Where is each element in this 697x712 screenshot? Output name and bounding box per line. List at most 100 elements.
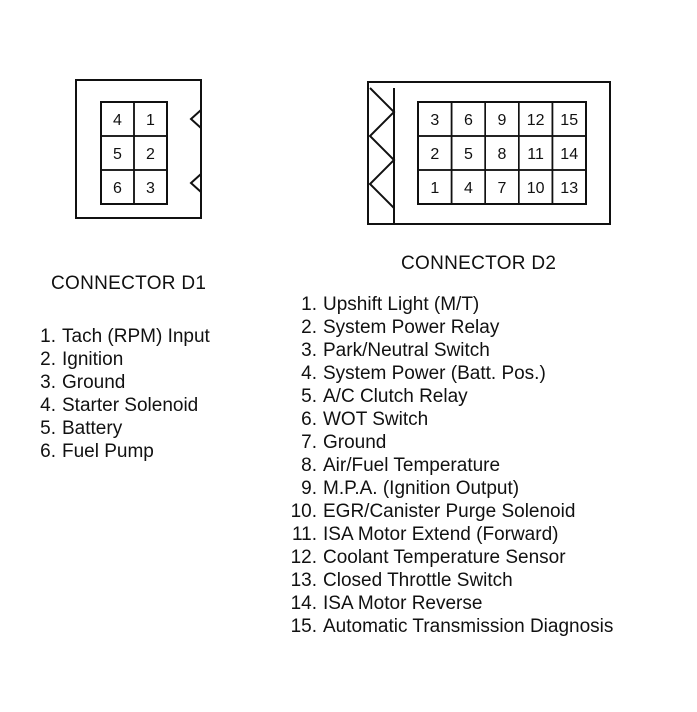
- connector-d1-drawing: 4 1 5 2 6 3: [75, 79, 202, 219]
- connector-d2-pin-item-number: 12.: [290, 547, 317, 568]
- connector-d1-pin-number: 6: [113, 180, 122, 197]
- connector-d2-key-zigzag: [368, 87, 396, 224]
- connector-d2-pin-item-label: Park/Neutral Switch: [323, 340, 490, 361]
- connector-d1-latch-bottom: [189, 173, 202, 193]
- connector-d2-pin-item-number: 8.: [301, 455, 317, 476]
- connector-d1-latch-top: [189, 109, 202, 129]
- connector-d2-pin-number: 6: [464, 112, 473, 129]
- connector-d2-pin-item-label: System Power (Batt. Pos.): [323, 363, 546, 384]
- connector-d1-pin-item-number: 4.: [40, 395, 56, 416]
- connector-d2-pin-list: 1. Upshift Light (M/T) 2. System Power Rela…: [287, 293, 614, 638]
- connector-d1-housing: [75, 79, 202, 219]
- connector-d2-pin-number: 13: [560, 180, 578, 197]
- connector-d2-pin-item-label: ISA Motor Reverse: [323, 593, 483, 614]
- connector-d2-pin-number: 1: [430, 180, 439, 197]
- connector-d1-pin-list: 1. Tach (RPM) Input 2. Ignition 3. Ground 4. St…: [36, 325, 210, 463]
- connector-d1-pin-item-number: 1.: [40, 326, 56, 347]
- connector-d2-pin-item: 2. System Power Relay: [287, 316, 613, 339]
- connector-d1-pin-item-number: 6.: [40, 441, 56, 462]
- connector-d2-pin-number: 4: [464, 180, 473, 197]
- connector-d1-pin-item-label: Fuel Pump: [62, 441, 154, 462]
- connector-d2-pin-item-label: System Power Relay: [323, 317, 500, 338]
- connector-d2-pin-item-number: 15.: [290, 616, 317, 637]
- connector-d1-pin-grid: 4 1 5 2 6 3: [100, 101, 168, 205]
- connector-d2-pin-item-number: 1.: [301, 294, 317, 315]
- connector-d2-pin-item-number: 5.: [301, 386, 317, 407]
- connector-d2-pin-item: 10. EGR/Canister Purge Solenoid: [287, 500, 613, 523]
- connector-d2-pin-number: 11: [527, 146, 544, 163]
- connector-d1-pin-item-number: 3.: [40, 372, 56, 393]
- connector-d2-pin-item-label: M.P.A. (Ignition Output): [323, 478, 520, 499]
- connector-d2-pin-number: 14: [560, 146, 578, 163]
- connector-d2-pin-item-label: EGR/Canister Purge Solenoid: [323, 501, 576, 522]
- connector-d1-pin-number: 1: [146, 112, 155, 129]
- connector-d2-pin-number: 7: [498, 180, 507, 197]
- connector-d1-pin-item-label: Ground: [62, 372, 126, 393]
- connector-d2-pin-item: 12. Coolant Temperature Sensor: [287, 546, 613, 569]
- connector-d2-pin-item-label: A/C Clutch Relay: [323, 386, 468, 407]
- connector-d1-pin-item: 2. Ignition: [36, 348, 210, 371]
- connector-d2-pin-number: 8: [498, 146, 507, 163]
- connector-d2-pin-item-number: 3.: [301, 340, 317, 361]
- connector-d2-pin-item: 1. Upshift Light (M/T): [287, 293, 613, 316]
- connector-d1-pin-item: 3. Ground: [36, 371, 210, 394]
- connector-d1-pin-number: 5: [113, 146, 122, 163]
- connector-d2-pin-item: 8. Air/Fuel Temperature: [287, 454, 613, 477]
- connector-d1-pin-item-label: Battery: [62, 418, 123, 439]
- connector-d2-pin-item-label: WOT Switch: [323, 409, 429, 430]
- connector-d2-pin-item-number: 2.: [301, 317, 317, 338]
- connector-d2-pin-number: 3: [430, 112, 439, 129]
- connector-d2-pin-item: 11. ISA Motor Extend (Forward): [287, 523, 613, 546]
- connector-d2-pin-item: 9. M.P.A. (Ignition Output): [287, 477, 613, 500]
- connector-d1-pin-cell: [133, 169, 168, 205]
- connector-d1-pin-number: 4: [113, 112, 122, 129]
- connector-d1-pin-item: 6. Fuel Pump: [36, 440, 210, 463]
- connector-d2-pin-item-label: Air/Fuel Temperature: [323, 455, 501, 476]
- connector-d1-pin-number: 2: [146, 146, 155, 163]
- connector-d1-title: CONNECTOR D1: [51, 273, 207, 294]
- connector-d2-pin-item-label: ISA Motor Extend (Forward): [323, 524, 559, 545]
- connector-d1-pin-item: 5. Battery: [36, 417, 210, 440]
- connector-d1-pin-item-label: Starter Solenoid: [62, 395, 199, 416]
- connector-d2-pin-item-label: Automatic Transmission Diagnosis: [323, 616, 614, 637]
- connector-d2-pin-item-number: 6.: [301, 409, 317, 430]
- connector-d2-pin-item-label: Upshift Light (M/T): [323, 294, 480, 315]
- connector-d2-pin-cell: [551, 169, 587, 205]
- connector-d2-pin-item: 7. Ground: [287, 431, 613, 454]
- connector-d2-pin-item-number: 13.: [290, 570, 317, 591]
- connector-d2-pin-number: 2: [430, 146, 439, 163]
- connector-d2-pin-number: 10: [527, 180, 545, 197]
- connector-d2-pin-number: 12: [527, 112, 545, 129]
- connector-d1-pin-item-number: 5.: [40, 418, 56, 439]
- connector-d2-pin-item: 13. Closed Throttle Switch: [287, 569, 613, 592]
- connector-d1-pin-item: 1. Tach (RPM) Input: [36, 325, 210, 348]
- connector-d1-pin-item-label: Tach (RPM) Input: [62, 326, 210, 347]
- connector-d2-title: CONNECTOR D2: [401, 253, 557, 274]
- connector-d2-pin-number: 15: [560, 112, 578, 129]
- connector-d2-pin-number: 5: [464, 146, 473, 163]
- connector-d2-pin-item: 5. A/C Clutch Relay: [287, 385, 613, 408]
- connector-d1-pin-item: 4. Starter Solenoid: [36, 394, 210, 417]
- connector-d2-pin-item-number: 11.: [291, 524, 317, 545]
- connector-d2-pin-item-number: 4.: [301, 363, 317, 384]
- connector-d2-pin-item-label: Closed Throttle Switch: [323, 570, 513, 591]
- connector-d1-pin-item-number: 2.: [40, 349, 56, 370]
- connector-d2-pin-item: 15. Automatic Transmission Diagnosis: [287, 615, 614, 638]
- connector-d2-pin-item: 4. System Power (Batt. Pos.): [287, 362, 613, 385]
- connector-d1-pin-item-label: Ignition: [62, 349, 124, 370]
- connector-d2-pin-number: 9: [498, 112, 507, 129]
- connector-d2-pin-item-number: 9.: [301, 478, 317, 499]
- connector-d2-pin-item-number: 14.: [290, 593, 317, 614]
- connector-d2-pin-item-label: Ground: [323, 432, 387, 453]
- connector-d1-pin-number: 3: [146, 180, 155, 197]
- connector-d2-pin-item-number: 7.: [301, 432, 317, 453]
- connector-d2-housing: [367, 81, 611, 225]
- connector-d2-pin-item: 3. Park/Neutral Switch: [287, 339, 613, 362]
- connector-d2-pin-item: 6. WOT Switch: [287, 408, 613, 431]
- connector-d2-pin-item-label: Coolant Temperature Sensor: [323, 547, 566, 568]
- connector-d2-pin-item: 14. ISA Motor Reverse: [287, 592, 613, 615]
- connector-d2-pin-item-number: 10.: [290, 501, 317, 522]
